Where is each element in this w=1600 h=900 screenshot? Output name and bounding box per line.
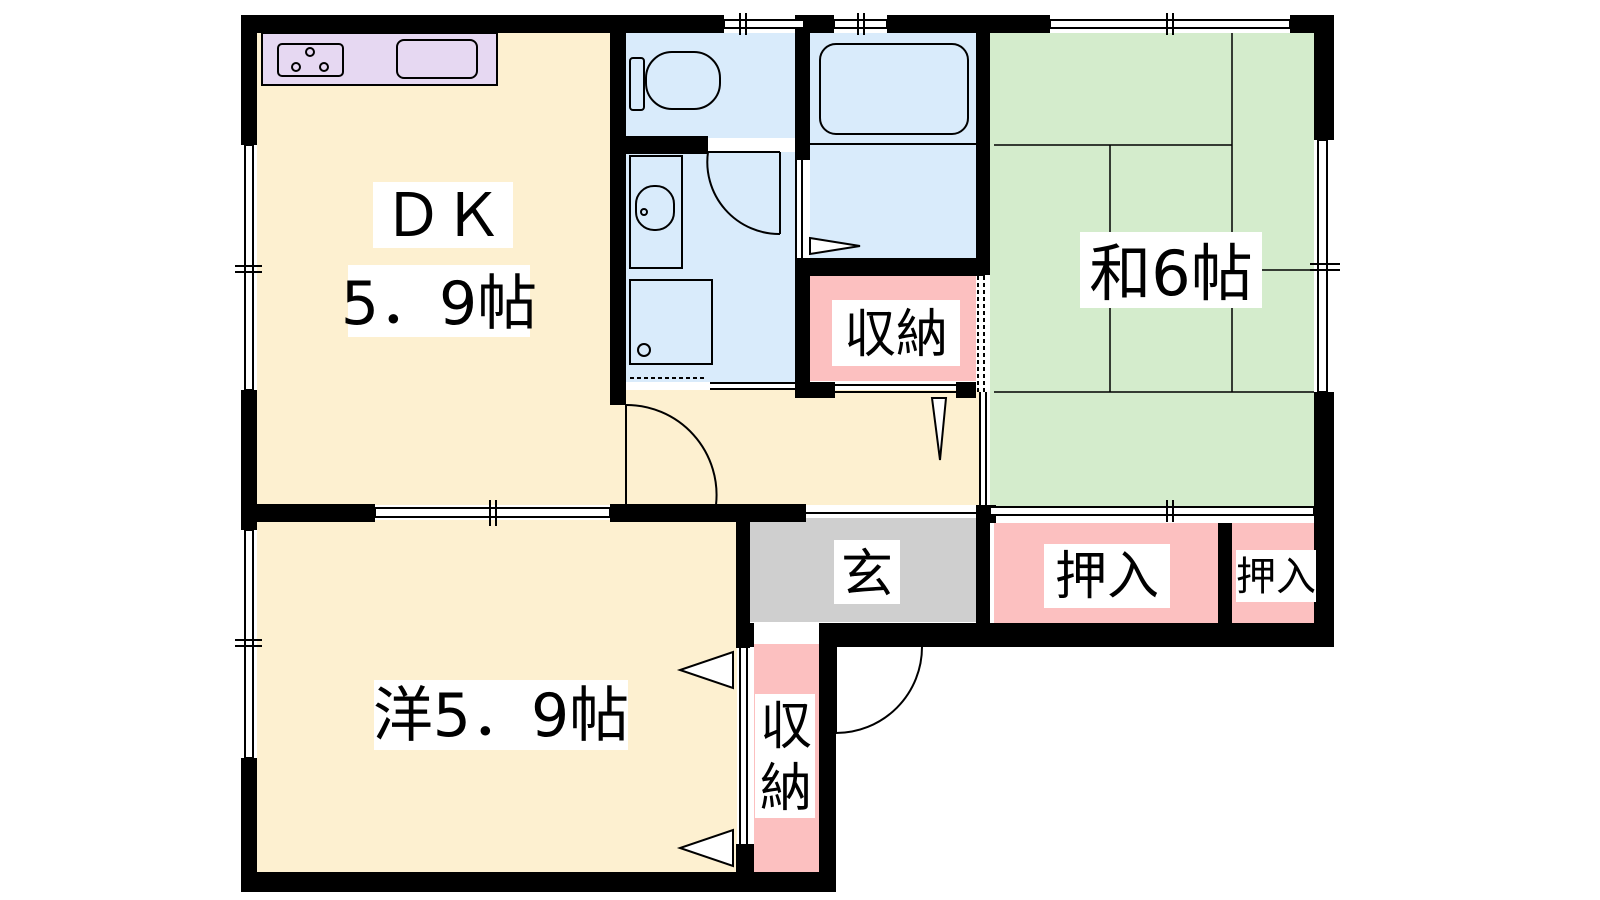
washitsu-label: 和6帖 [1089,237,1252,310]
storage-western-label-line1: 収 [760,697,812,757]
label-backgrounds [348,182,1316,818]
tatami-lines [994,33,1314,393]
sink-icon [396,39,478,79]
room-labels: ＤＫ 5．9帖 和6帖 収納 洋5．9帖 玄 押入 押入 収 納 [341,181,1316,819]
storage-center-label: 収納 [844,305,948,365]
stove-icon [277,43,344,77]
window-icon [235,13,1340,759]
washbasin-icon [629,155,683,269]
youshitsu-label: 洋5．9帖 [373,681,629,751]
storage-western-label-line2: 納 [760,759,812,819]
kitchen-counter [261,32,498,86]
dk-label-line1: ＤＫ [383,181,503,251]
hall-area [610,390,980,505]
toilet-icon [629,51,721,111]
door-swing-icon [625,151,987,844]
entrance-label: 玄 [841,545,893,605]
oshiire-small-label: 押入 [1236,554,1316,600]
sliding-arrows [676,236,948,868]
bathtub-icon [819,43,969,135]
toilet-room [626,33,795,138]
washing-machine-icon [629,279,713,365]
dk-label-line2: 5．9帖 [341,269,537,339]
room-fills [257,33,1314,873]
bathroom [810,33,976,259]
walls [241,15,1334,892]
oshiire-large-label: 押入 [1055,547,1159,607]
